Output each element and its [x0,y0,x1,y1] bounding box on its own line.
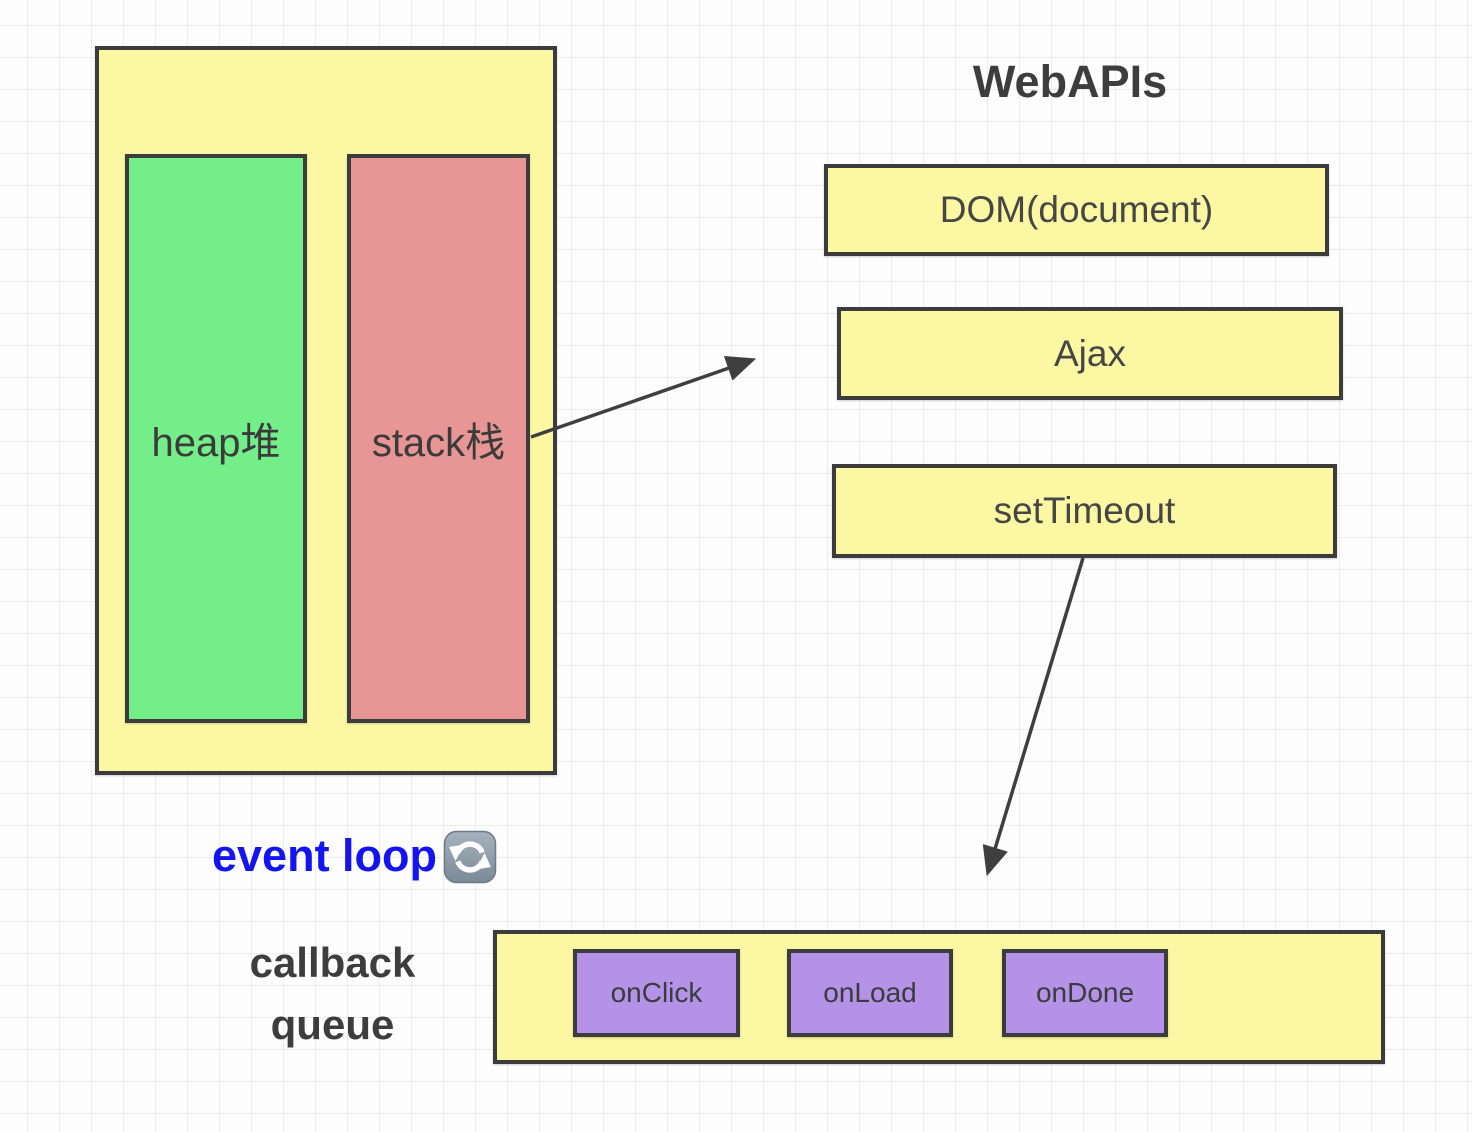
stack-label: stack栈 [371,420,506,465]
queue-item-onload-label: onLoad [823,977,917,1008]
queue-item-ondone: onDone [1002,949,1168,1037]
webapi-box-settimeout-label: setTimeout [993,490,1176,531]
queue-item-onclick-label: onClick [610,977,703,1008]
heap-label: heap堆 [151,420,281,465]
event-loop-label-group: event loop [212,828,497,884]
callback-queue-label: callback queue [249,939,416,1048]
webapi-box-ajax: Ajax [837,307,1343,400]
arrow-settimeout-to-queue [982,557,1085,877]
stack-box: stack栈 [347,154,530,723]
heap-box: heap堆 [125,154,307,723]
webapi-box-ajax-label: Ajax [1054,332,1126,374]
event-loop-label: event loop [212,830,438,881]
queue-item-ondone-label: onDone [1035,977,1135,1008]
queue-item-onload: onLoad [787,949,953,1037]
webapis-title: WebAPIs [972,56,1168,107]
webapi-box-dom: DOM(document) [824,164,1329,256]
arrow-stack-to-webapis [530,355,757,439]
webapi-box-dom-label: DOM(document) [939,189,1214,230]
webapi-box-settimeout: setTimeout [832,464,1337,558]
counterclockwise-arrows-icon [443,830,497,884]
queue-item-onclick: onClick [573,949,740,1037]
